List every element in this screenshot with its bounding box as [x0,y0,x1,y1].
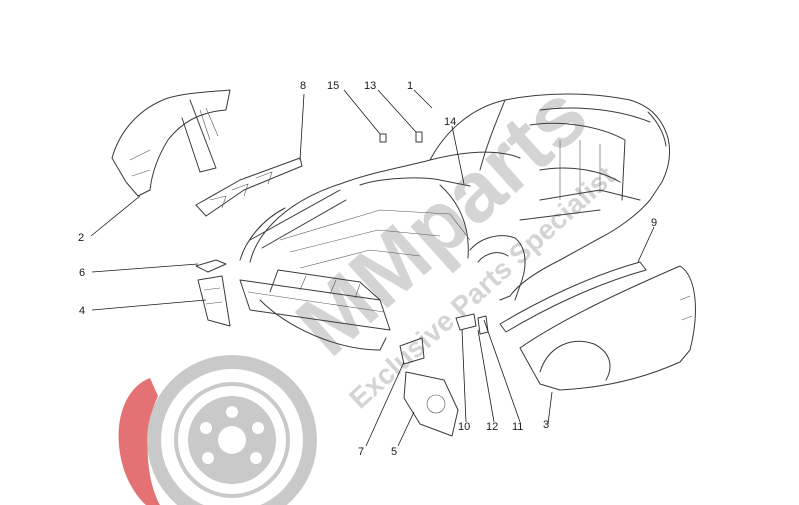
callout-13: 13 [364,80,376,92]
callout-14: 14 [444,116,456,128]
part-small-bracket [195,259,227,273]
callout-11: 11 [512,421,523,433]
part-side-skirt [499,261,647,333]
callout-4: 4 [79,305,85,317]
part-upper-panel [195,157,303,217]
part-gusset [399,337,425,365]
callout-7: 7 [358,446,364,458]
part-front-fender [519,265,696,391]
callout-10: 10 [458,421,470,433]
callout-15: 15 [327,80,339,92]
callout-5: 5 [391,446,397,458]
part-vertical-bracket [197,275,231,327]
callout-3: 3 [543,419,549,431]
callout-9: 9 [651,217,657,229]
callout-labels: 1 2 3 4 5 6 7 8 9 10 11 12 13 14 15 [78,80,657,458]
watermark-brake-disc [147,355,317,505]
part-wheel-liner [403,371,459,437]
watermark-brake-disc-red [118,378,160,505]
callout-1: 1 [407,80,413,92]
part-inner-wheel-arch [111,89,231,197]
part-clips [379,131,423,143]
callout-2: 2 [78,232,84,244]
callout-12: 12 [486,421,498,433]
leader-lines [90,89,655,447]
callout-6: 6 [79,267,85,279]
part-body-shell [239,93,671,351]
callout-8: 8 [300,80,306,92]
watermark: MMparts Exclusive Parts Specialist [118,66,621,505]
